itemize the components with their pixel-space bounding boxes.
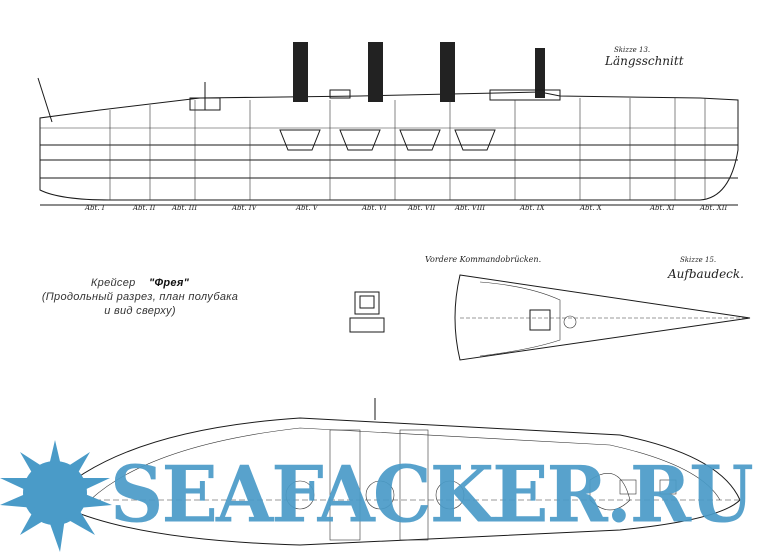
- compartment-label: Abt. II: [132, 204, 156, 212]
- funnel-1: [293, 42, 308, 102]
- funnel-3: [440, 42, 455, 102]
- drawing-caption: Крейсер "Фрея" (Продольный разрез, план …: [30, 276, 250, 318]
- watermark-text: SEAFACKER.RU: [110, 449, 754, 541]
- compartment-label: Abt. IX: [519, 204, 546, 212]
- longitudinal-title: Längsschnitt: [604, 54, 684, 68]
- compartment-label: Abt. VIII: [454, 204, 485, 212]
- compartment-label: Abt. III: [171, 204, 197, 212]
- bridge-plan-title: Vordere Kommandobrücken.: [425, 255, 541, 264]
- caption-line-2: (Продольный разрез, план полубака: [41, 291, 239, 303]
- ship-name: "Фрея": [148, 277, 190, 289]
- upper-deck-title: Aufbaudeck.: [667, 267, 744, 281]
- compartment-label: Abt. V: [295, 204, 319, 212]
- longitudinal-section: Skizze 13. Längsschnitt Abt. I Abt. II A…: [37, 42, 739, 212]
- compartment-label: Abt. I: [84, 204, 105, 212]
- top-view-plan: [49, 398, 741, 546]
- watermark-sun-icon: [0, 440, 112, 552]
- compartment-label: Abt. VII: [407, 204, 436, 212]
- sketch-13-label: Skizze 13.: [614, 46, 650, 54]
- compartment-label: Abt. X: [579, 204, 603, 212]
- sketch-15-label: Skizze 15.: [680, 256, 716, 264]
- compartment-label: Abt. XII: [699, 204, 728, 212]
- compartment-label: Abt. IV: [231, 204, 258, 212]
- forecastle-plan: Vordere Kommandobrücken. Skizze 15. Aufb…: [425, 255, 751, 361]
- bridge-detail: [349, 291, 385, 333]
- caption-line-3: и вид сверху): [104, 305, 176, 317]
- compartment-label: Abt. VI: [361, 204, 387, 212]
- funnel-2: [368, 42, 383, 102]
- compartment-label: Abt. XI: [649, 204, 675, 212]
- caption-prefix: Крейсер: [90, 277, 136, 289]
